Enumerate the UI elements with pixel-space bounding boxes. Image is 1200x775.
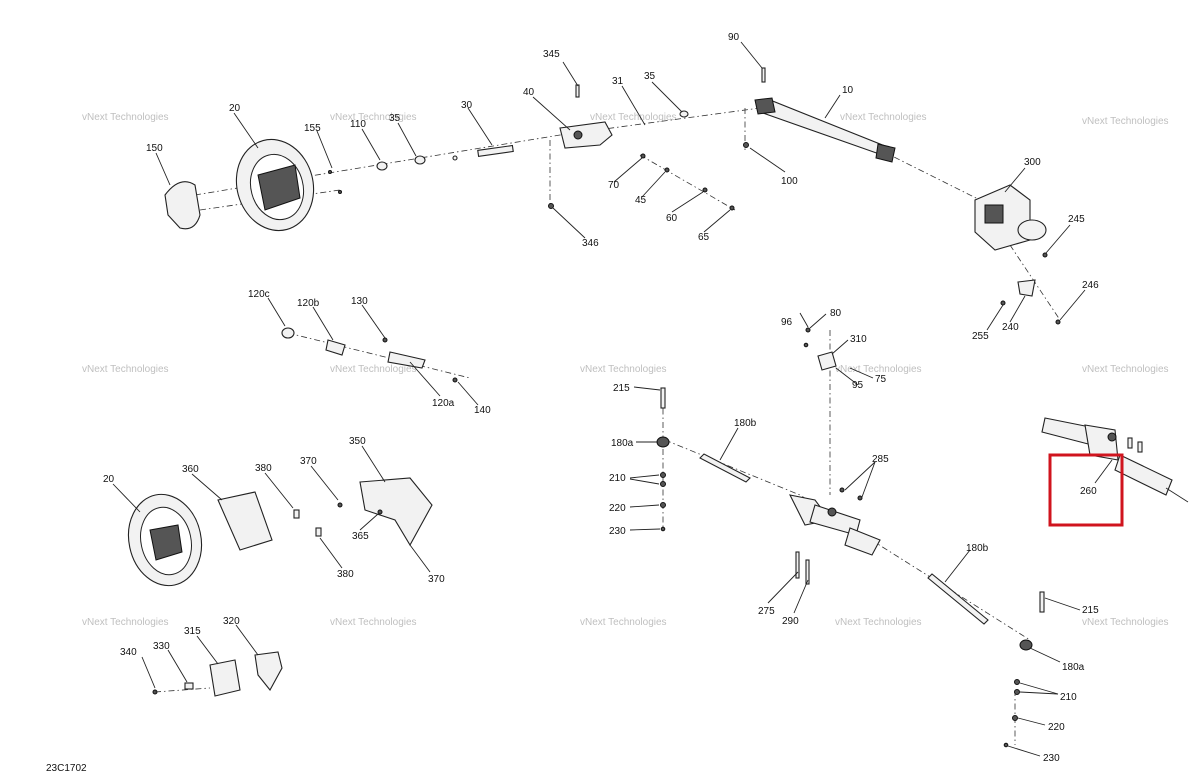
- watermark: vNext Technologies: [835, 364, 922, 375]
- callout-370: 370: [428, 574, 445, 585]
- steering-rack-part: [789, 494, 881, 556]
- callout-210: 210: [609, 473, 626, 484]
- watermark: vNext Technologies: [1082, 364, 1169, 375]
- callout-20: 20: [103, 474, 115, 485]
- intermediate-shaft-part: [759, 99, 891, 157]
- callout-220: 220: [609, 503, 626, 514]
- power-steering-unit-part: [974, 184, 1047, 251]
- dash-cover-part: [359, 477, 433, 547]
- callout-230: 230: [609, 526, 626, 537]
- column-bracket-part: [559, 121, 613, 149]
- callout-90: 90: [728, 32, 740, 43]
- callout-345: 345: [543, 49, 560, 60]
- watermark: vNext Technologies: [835, 617, 922, 628]
- callout-120b: 120b: [297, 298, 320, 309]
- callout-215: 215: [1082, 605, 1099, 616]
- watermark: vNext Technologies: [330, 617, 417, 628]
- callout-220: 220: [1048, 722, 1065, 733]
- watermark: vNext Technologies: [580, 364, 667, 375]
- callout-285: 285: [872, 454, 889, 465]
- callout-380: 380: [255, 463, 272, 474]
- callout-35: 35: [389, 113, 401, 124]
- callout-75: 75: [875, 374, 887, 385]
- callout-215: 215: [613, 383, 630, 394]
- hub-cover-part: [164, 181, 201, 230]
- callout-150: 150: [146, 143, 163, 154]
- rack-assembly: 215 180a 180b 210 220 230 96 80 310 75 9…: [609, 308, 1099, 764]
- watermark: vNext Technologies: [330, 112, 417, 123]
- rack-260-assembly[interactable]: 260: [1041, 417, 1189, 527]
- callout-96: 96: [781, 317, 793, 328]
- top-assembly: 20 150 155 110 35 30 40 345 31 35 90 10 …: [146, 32, 1099, 342]
- display-bezel-part: [217, 491, 273, 551]
- callout-350: 350: [349, 436, 366, 447]
- callout-180a: 180a: [1062, 662, 1085, 673]
- callout-360: 360: [182, 464, 199, 475]
- callout-346: 346: [582, 238, 599, 249]
- callout-255: 255: [972, 331, 989, 342]
- callout-140: 140: [474, 405, 491, 416]
- tilt-assembly: 120c 120b 130 120a 140: [248, 289, 491, 416]
- callout-245: 245: [1068, 214, 1085, 225]
- watermark: vNext Technologies: [330, 364, 417, 375]
- callout-246: 246: [1082, 280, 1099, 291]
- callout-120a: 120a: [432, 398, 455, 409]
- callout-100: 100: [781, 176, 798, 187]
- callout-45: 45: [635, 195, 647, 206]
- callout-110: 110: [350, 119, 366, 130]
- callout-180b: 180b: [966, 543, 989, 554]
- callout-155: 155: [304, 123, 321, 134]
- callout-230: 230: [1043, 753, 1060, 764]
- watermark-layer: vNext Technologies vNext Technologies vN…: [82, 112, 1169, 628]
- callout-60: 60: [666, 213, 678, 224]
- callout-260: 260: [1080, 486, 1097, 497]
- alt-wheel-assembly: 20 360 380 370 350 365 380 370 315 320 3…: [103, 436, 445, 697]
- watermark: vNext Technologies: [82, 112, 169, 123]
- callout-320: 320: [223, 616, 240, 627]
- switch-housing-part: [254, 651, 283, 691]
- callout-240: 240: [1002, 322, 1019, 333]
- callout-380: 380: [337, 569, 354, 580]
- callout-365: 365: [352, 531, 369, 542]
- switch-panel-part: [209, 659, 241, 697]
- watermark: vNext Technologies: [1082, 617, 1169, 628]
- callout-31: 31: [612, 76, 624, 87]
- callout-275: 275: [758, 606, 775, 617]
- callout-70: 70: [608, 180, 620, 191]
- callout-80: 80: [830, 308, 842, 319]
- callout-310: 310: [850, 334, 867, 345]
- callout-10: 10: [842, 85, 854, 96]
- callout-20: 20: [229, 103, 241, 114]
- watermark: vNext Technologies: [82, 617, 169, 628]
- callout-65: 65: [698, 232, 710, 243]
- callout-300: 300: [1024, 157, 1041, 168]
- callout-180a: 180a: [611, 438, 634, 449]
- callout-315: 315: [184, 626, 201, 637]
- callout-340: 340: [120, 647, 137, 658]
- callout-180b: 180b: [734, 418, 757, 429]
- upper-shaft-part: [477, 144, 514, 157]
- callout-40: 40: [523, 87, 535, 98]
- callout-95: 95: [852, 380, 864, 391]
- callout-290: 290: [782, 616, 799, 627]
- watermark: vNext Technologies: [840, 112, 927, 123]
- callout-210: 210: [1060, 692, 1077, 703]
- callout-35: 35: [644, 71, 656, 82]
- watermark: vNext Technologies: [580, 617, 667, 628]
- callout-130: 130: [351, 296, 368, 307]
- highlight-box: [1048, 453, 1124, 527]
- callout-30: 30: [461, 100, 473, 111]
- callout-120c: 120c: [248, 289, 270, 300]
- watermark: vNext Technologies: [590, 112, 677, 123]
- watermark: vNext Technologies: [82, 364, 169, 375]
- document-id: 23C1702: [46, 763, 87, 774]
- callout-370: 370: [300, 456, 317, 467]
- watermark: vNext Technologies: [1082, 116, 1169, 127]
- callout-330: 330: [153, 641, 170, 652]
